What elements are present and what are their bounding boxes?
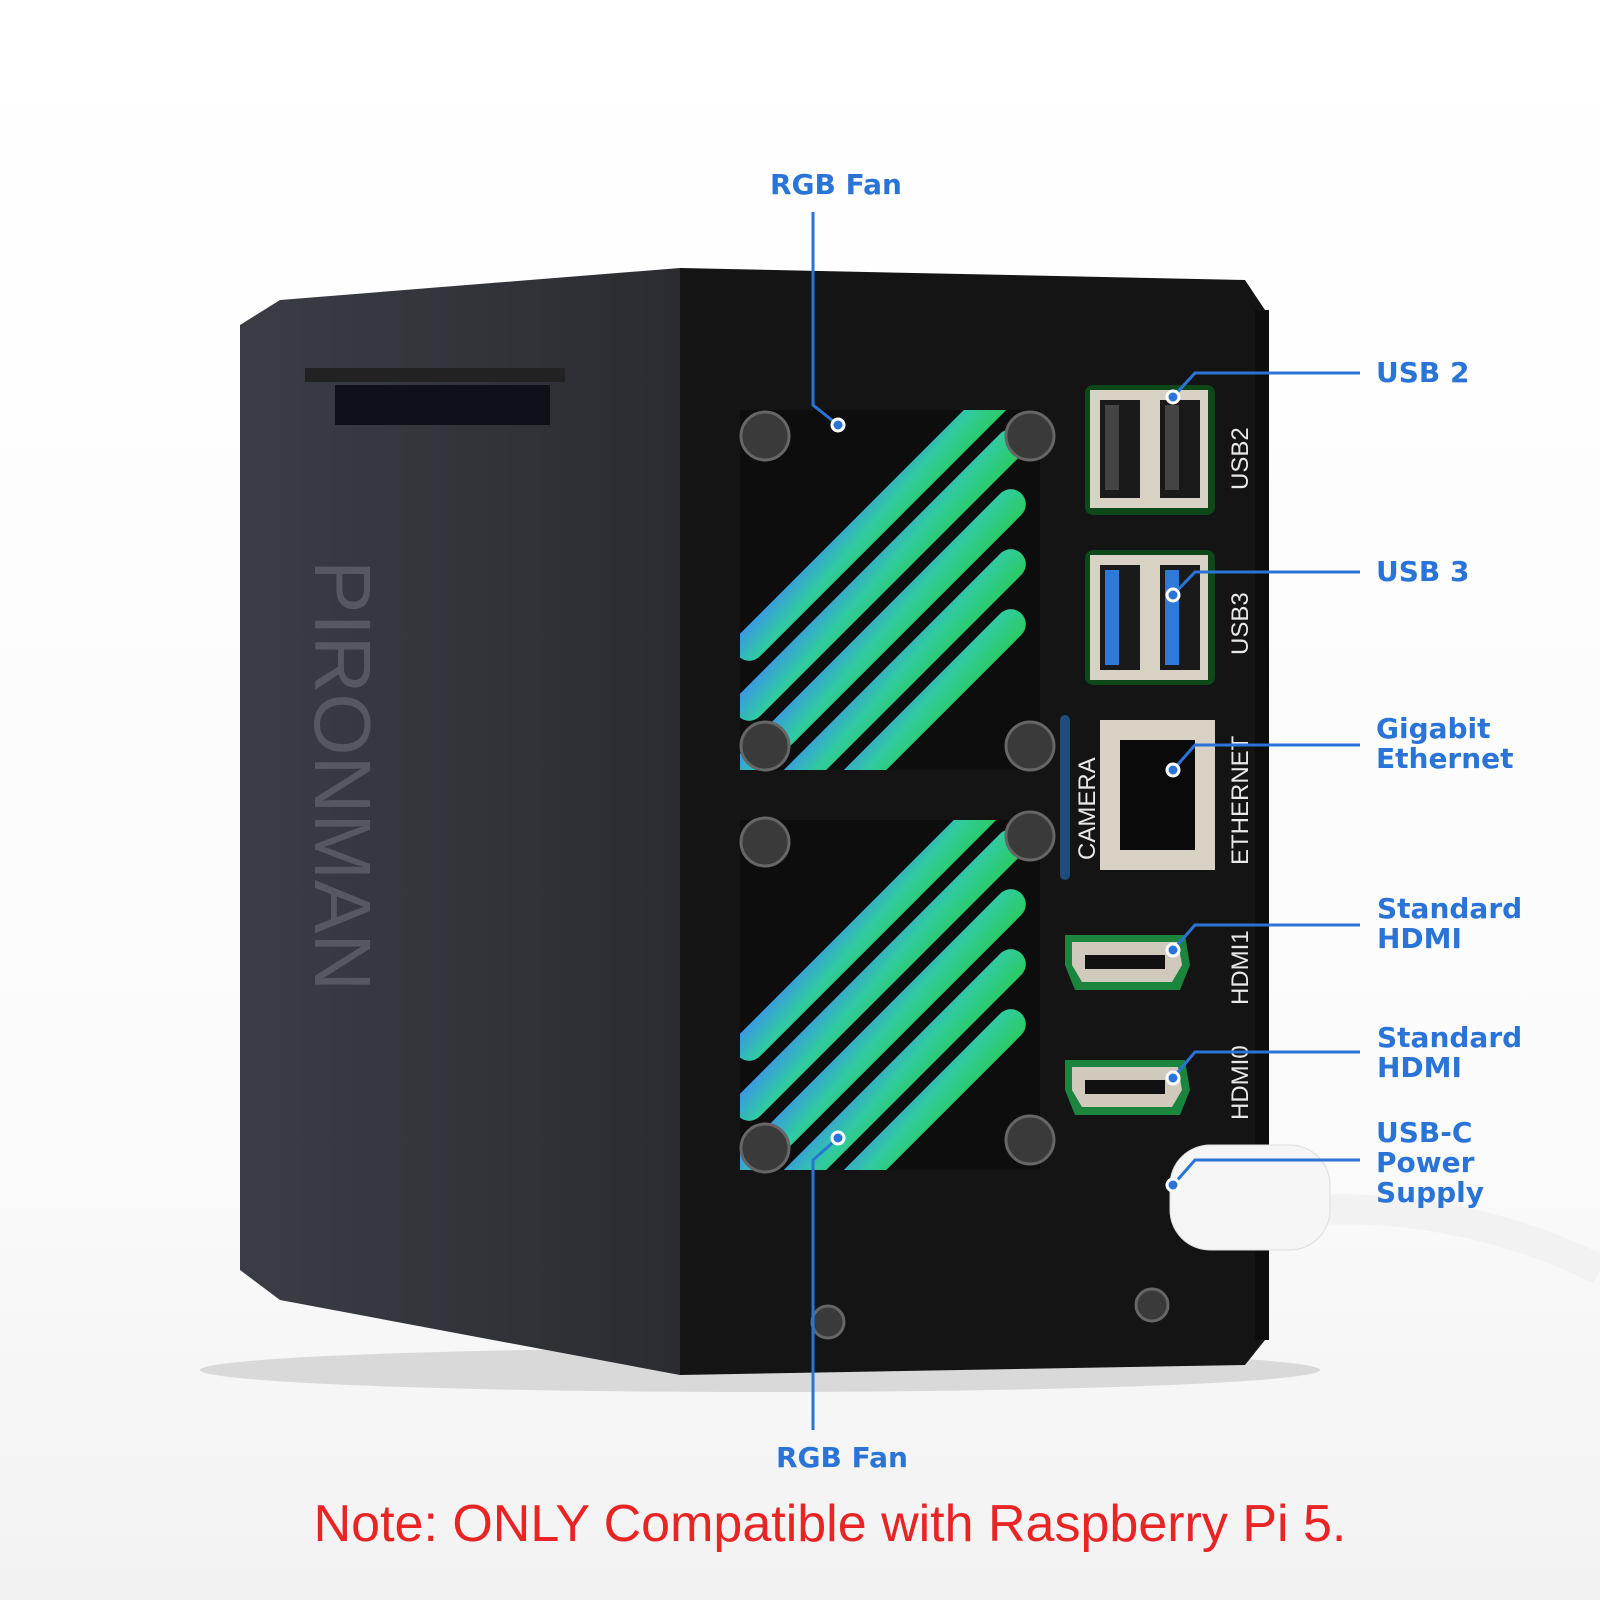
usbc-cable: [1169, 1144, 1600, 1284]
usb2-port: [1085, 385, 1215, 515]
callout-hdmi1: Standard HDMI: [1377, 892, 1523, 955]
callout-hdmi0: Standard HDMI: [1377, 1021, 1523, 1084]
screws: [739, 410, 1170, 1340]
fan-vent-bottom: [740, 820, 1040, 1170]
usb3-silkscreen: USB3: [1227, 592, 1254, 655]
ethernet-silkscreen: ETHERNET: [1227, 735, 1254, 865]
callout-usbc-power: USB-C Power Supply: [1376, 1116, 1485, 1209]
callout-dots: [830, 389, 1181, 1193]
callout-rgb-fan-top: RGB Fan: [770, 168, 902, 201]
callout-rgb-fan-bottom: RGB Fan: [776, 1441, 908, 1474]
side-panel: [240, 268, 680, 1375]
hdmi1-silkscreen: HDMI1: [1227, 930, 1254, 1005]
gpio-pins: [335, 385, 550, 425]
fan-vent-top: [740, 410, 1040, 770]
compatibility-note: Note: ONLY Compatible with Raspberry Pi …: [313, 1495, 1347, 1553]
brand-text: PIRONMAN: [298, 560, 387, 991]
ethernet-port: [1100, 720, 1215, 870]
callout-usb3: USB 3: [1376, 555, 1470, 588]
camera-silkscreen: CAMERA: [1074, 757, 1101, 860]
usb2-silkscreen: USB2: [1227, 427, 1254, 490]
gpio-header: [305, 368, 565, 382]
callout-lines: [811, 212, 1360, 1430]
callout-usb2: USB 2: [1376, 356, 1470, 389]
callout-gigabit-ethernet: Gigabit Ethernet: [1376, 712, 1514, 775]
hdmi0-silkscreen: HDMI0: [1227, 1045, 1254, 1120]
usb3-port: [1085, 550, 1215, 685]
hdmi0-port: [1065, 1060, 1190, 1115]
hdmi1-port: [1065, 935, 1190, 990]
camera-slot: [1060, 715, 1070, 880]
